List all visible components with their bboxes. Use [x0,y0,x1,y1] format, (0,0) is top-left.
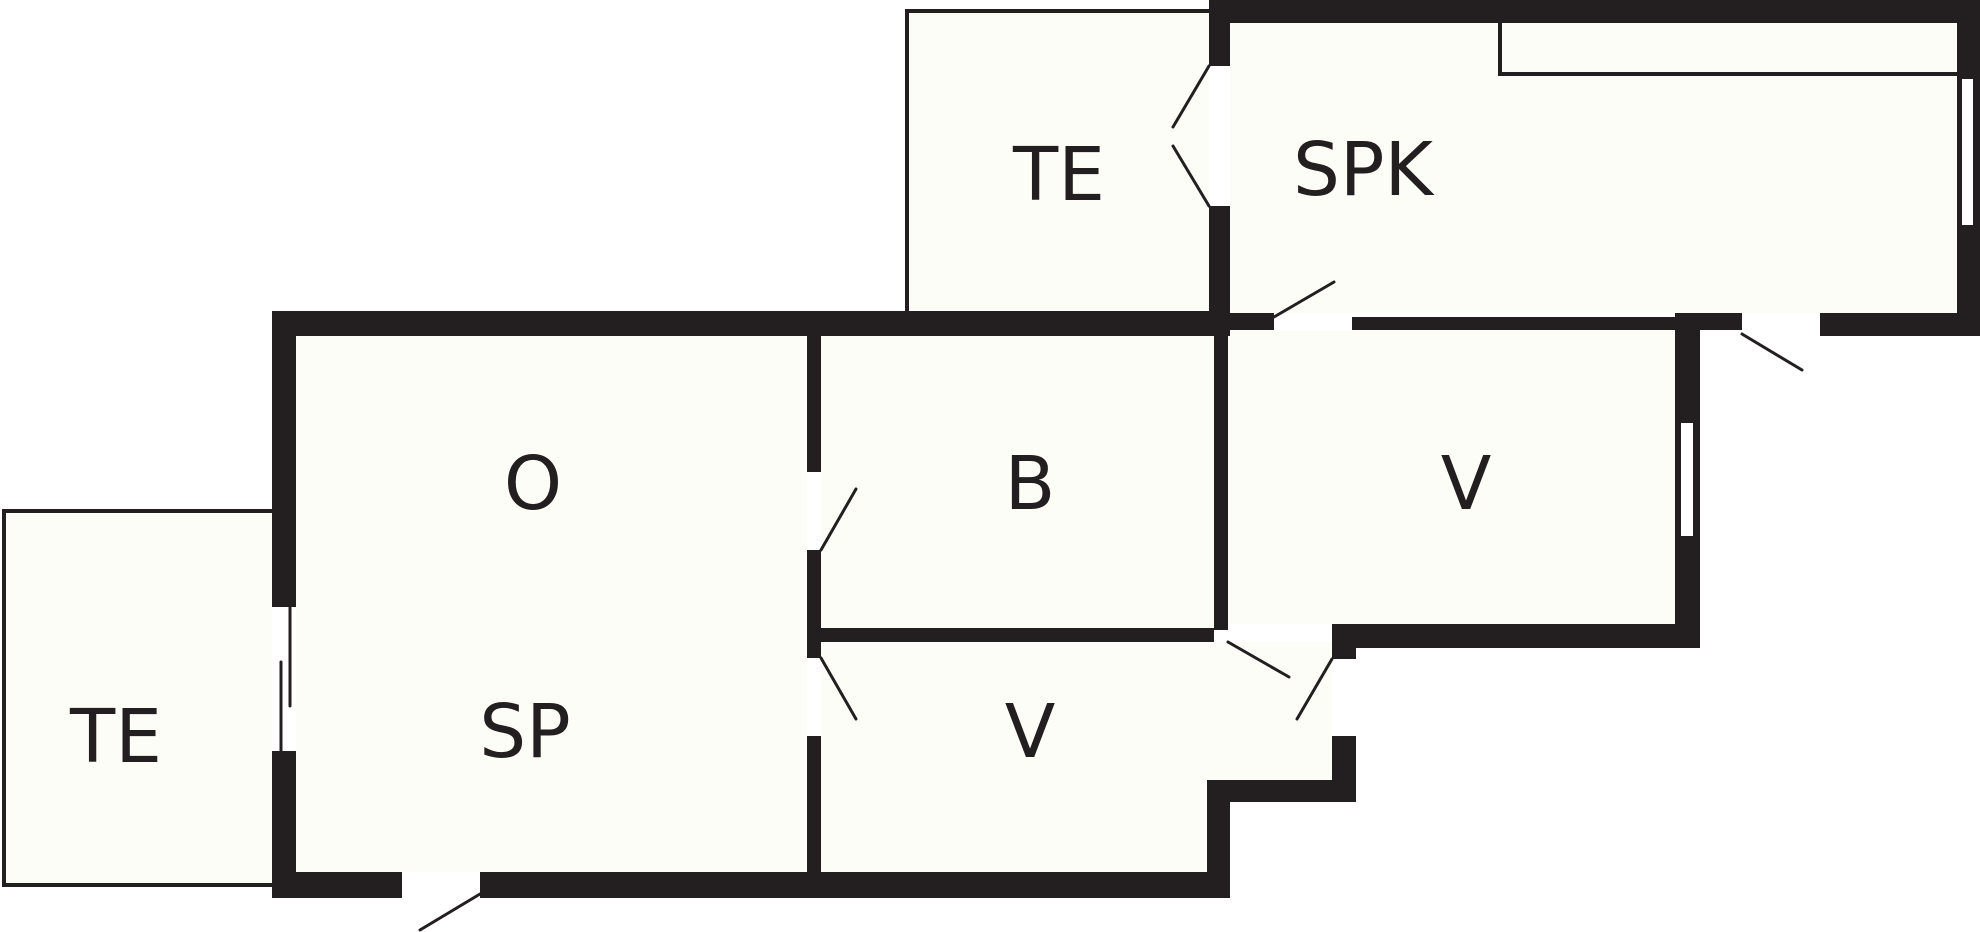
living-kitchen-floor [1230,23,1957,313]
window [1960,77,1975,227]
wall [1820,313,1980,336]
door-opening [1209,66,1230,206]
room-label-living: O [504,441,562,527]
terrace-left-outline [2,509,272,887]
openings [272,66,1820,898]
door-opening [1332,659,1356,736]
door-swings [418,64,1804,932]
room-label-bedroom: SP [479,689,571,775]
wall [272,311,296,607]
door-opening [1274,313,1352,331]
room-label-living-kitchen: SPK [1293,127,1436,213]
wall [1207,780,1230,898]
door-swing [1226,640,1291,679]
wall [1352,317,1675,330]
terrace-left-floor [6,513,272,883]
windows [1679,77,1975,538]
terrace-top-floor [909,13,1209,311]
room-labels: TE SPK O B V SP TE V [69,127,1492,780]
wall [272,311,1230,336]
door-opening [1742,313,1820,334]
door-opening [1228,628,1306,642]
room-fills [6,13,1957,883]
kitchen-counter-outline [1498,23,1957,76]
door-swing [819,656,858,721]
walls [272,0,1980,898]
terrace-top-outline [905,9,1211,311]
room-label-terrace-top: TE [1012,132,1105,218]
door-swing [1171,144,1211,208]
wall [272,872,402,898]
wall [1209,0,1980,23]
storage-lower-floor [821,642,1332,872]
window [1679,421,1695,538]
wall [1332,736,1356,802]
wall [480,872,1230,898]
wall [807,334,821,872]
room-label-storage-lower: V [1005,689,1056,775]
door-opening [807,472,821,550]
wall [821,628,1214,642]
door-swing [1295,657,1334,721]
door-swing [1740,332,1804,372]
wall [1332,624,1700,648]
storage-right-floor [1228,330,1675,624]
room-label-terrace-left: TE [69,694,162,780]
bathroom-floor [821,334,1214,628]
door-swing [1171,64,1211,129]
door-swing [819,487,858,552]
wall [1230,313,1274,330]
wall [1207,780,1356,802]
door-opening [402,872,480,898]
door-swing [418,892,482,932]
wall [1214,334,1228,630]
room-label-bathroom: B [1005,441,1056,527]
door-swing [1272,280,1336,319]
terrace-outlines [2,9,1957,887]
sliding-door [279,605,292,753]
living-floor [296,334,807,872]
door-opening [807,658,821,736]
door-opening [272,607,296,751]
room-label-storage-right: V [1441,441,1492,527]
